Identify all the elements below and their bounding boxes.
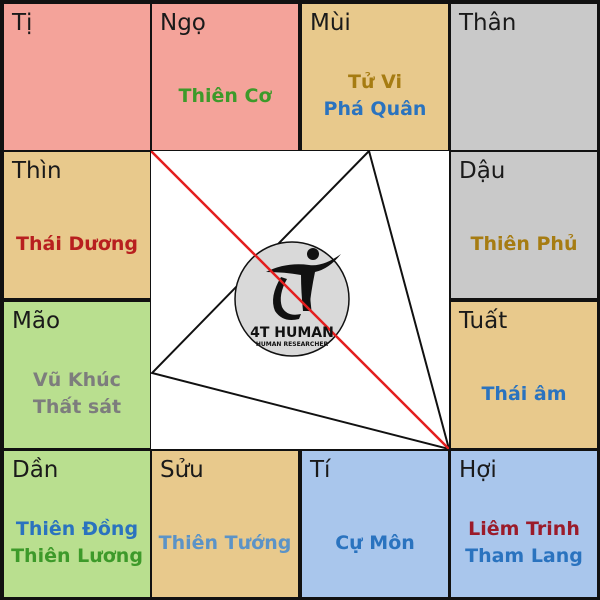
palace-branch-label: Hợi: [459, 457, 497, 483]
palace-hoi: Hợi Liêm Trinh Tham Lang: [451, 451, 597, 597]
star-list: [4, 48, 150, 144]
logo-brand-text: 4T HUMAN: [250, 325, 334, 341]
star-list: Thiên Đồng Thiên Lương: [4, 495, 150, 591]
star-name: Vũ Khúc: [33, 369, 121, 391]
star-name: Thái Dương: [16, 232, 138, 255]
palace-mao: Mão Vũ Khúc Thất sát: [4, 302, 150, 448]
palace-branch-label: Tuất: [459, 308, 508, 334]
star-name: Thiên Tướng: [158, 531, 292, 554]
star-name: Tử Vi: [348, 71, 402, 93]
star-name: Thiên Đồng: [15, 518, 139, 540]
palace-ngo: Ngọ Thiên Cơ: [152, 4, 298, 150]
star-name: Thiên Cơ: [178, 84, 272, 107]
palace-branch-label: Mão: [12, 308, 61, 334]
star-list: Thiên Cơ: [152, 48, 298, 144]
star-name: Phá Quân: [323, 98, 427, 120]
palace-branch-label: Mùi: [310, 10, 351, 36]
diagonal-line: [151, 151, 449, 449]
star-name: Thiên Lương: [11, 545, 143, 567]
star-name: Thất sát: [32, 396, 122, 418]
center-diagram-svg: 4T HUMAN HUMAN RESEARCHER: [151, 151, 449, 449]
star-list: Tử Vi Phá Quân: [302, 48, 448, 144]
center-diagram: 4T HUMAN HUMAN RESEARCHER: [151, 151, 449, 449]
logo-tagline-text: HUMAN RESEARCHER: [256, 341, 329, 348]
palace-mui: Mùi Tử Vi Phá Quân: [302, 4, 448, 150]
star-list: Vũ Khúc Thất sát: [4, 346, 150, 442]
star-list: [451, 48, 597, 144]
palace-thin: Thìn Thái Dương: [4, 152, 150, 298]
star-list: Liêm Trinh Tham Lang: [451, 495, 597, 591]
star-name: Thái âm: [481, 382, 567, 405]
palace-branch-label: Sửu: [160, 457, 204, 483]
palace-ti-snake: Tị: [4, 4, 150, 150]
palace-branch-label: Tí: [310, 457, 331, 483]
star-list: Thái Dương: [4, 196, 150, 292]
star-name: Liêm Trinh: [468, 518, 580, 540]
palace-branch-label: Ngọ: [160, 10, 206, 36]
palace-tuat: Tuất Thái âm: [451, 302, 597, 448]
palace-branch-label: Thân: [459, 10, 517, 36]
palace-than: Thân: [451, 4, 597, 150]
star-list: Thiên Tướng: [152, 495, 298, 591]
star-name: Thiên Phủ: [470, 232, 578, 255]
palace-branch-label: Dậu: [459, 158, 506, 184]
star-list: Cự Môn: [302, 495, 448, 591]
star-list: Thiên Phủ: [451, 196, 597, 292]
palace-suu: Sửu Thiên Tướng: [152, 451, 298, 597]
star-name: Tham Lang: [465, 545, 583, 567]
palace-branch-label: Tị: [12, 10, 33, 36]
palace-ti-rat: Tí Cự Môn: [302, 451, 448, 597]
palace-dau: Dậu Thiên Phủ: [451, 152, 597, 298]
palace-branch-label: Dần: [12, 457, 59, 483]
star-list: Thái âm: [451, 346, 597, 442]
palace-branch-label: Thìn: [12, 158, 62, 184]
logo-circle: [234, 241, 350, 357]
palace-dan: Dần Thiên Đồng Thiên Lương: [4, 451, 150, 597]
stick-figure-logo-icon: [266, 248, 341, 320]
star-name: Cự Môn: [335, 531, 415, 554]
